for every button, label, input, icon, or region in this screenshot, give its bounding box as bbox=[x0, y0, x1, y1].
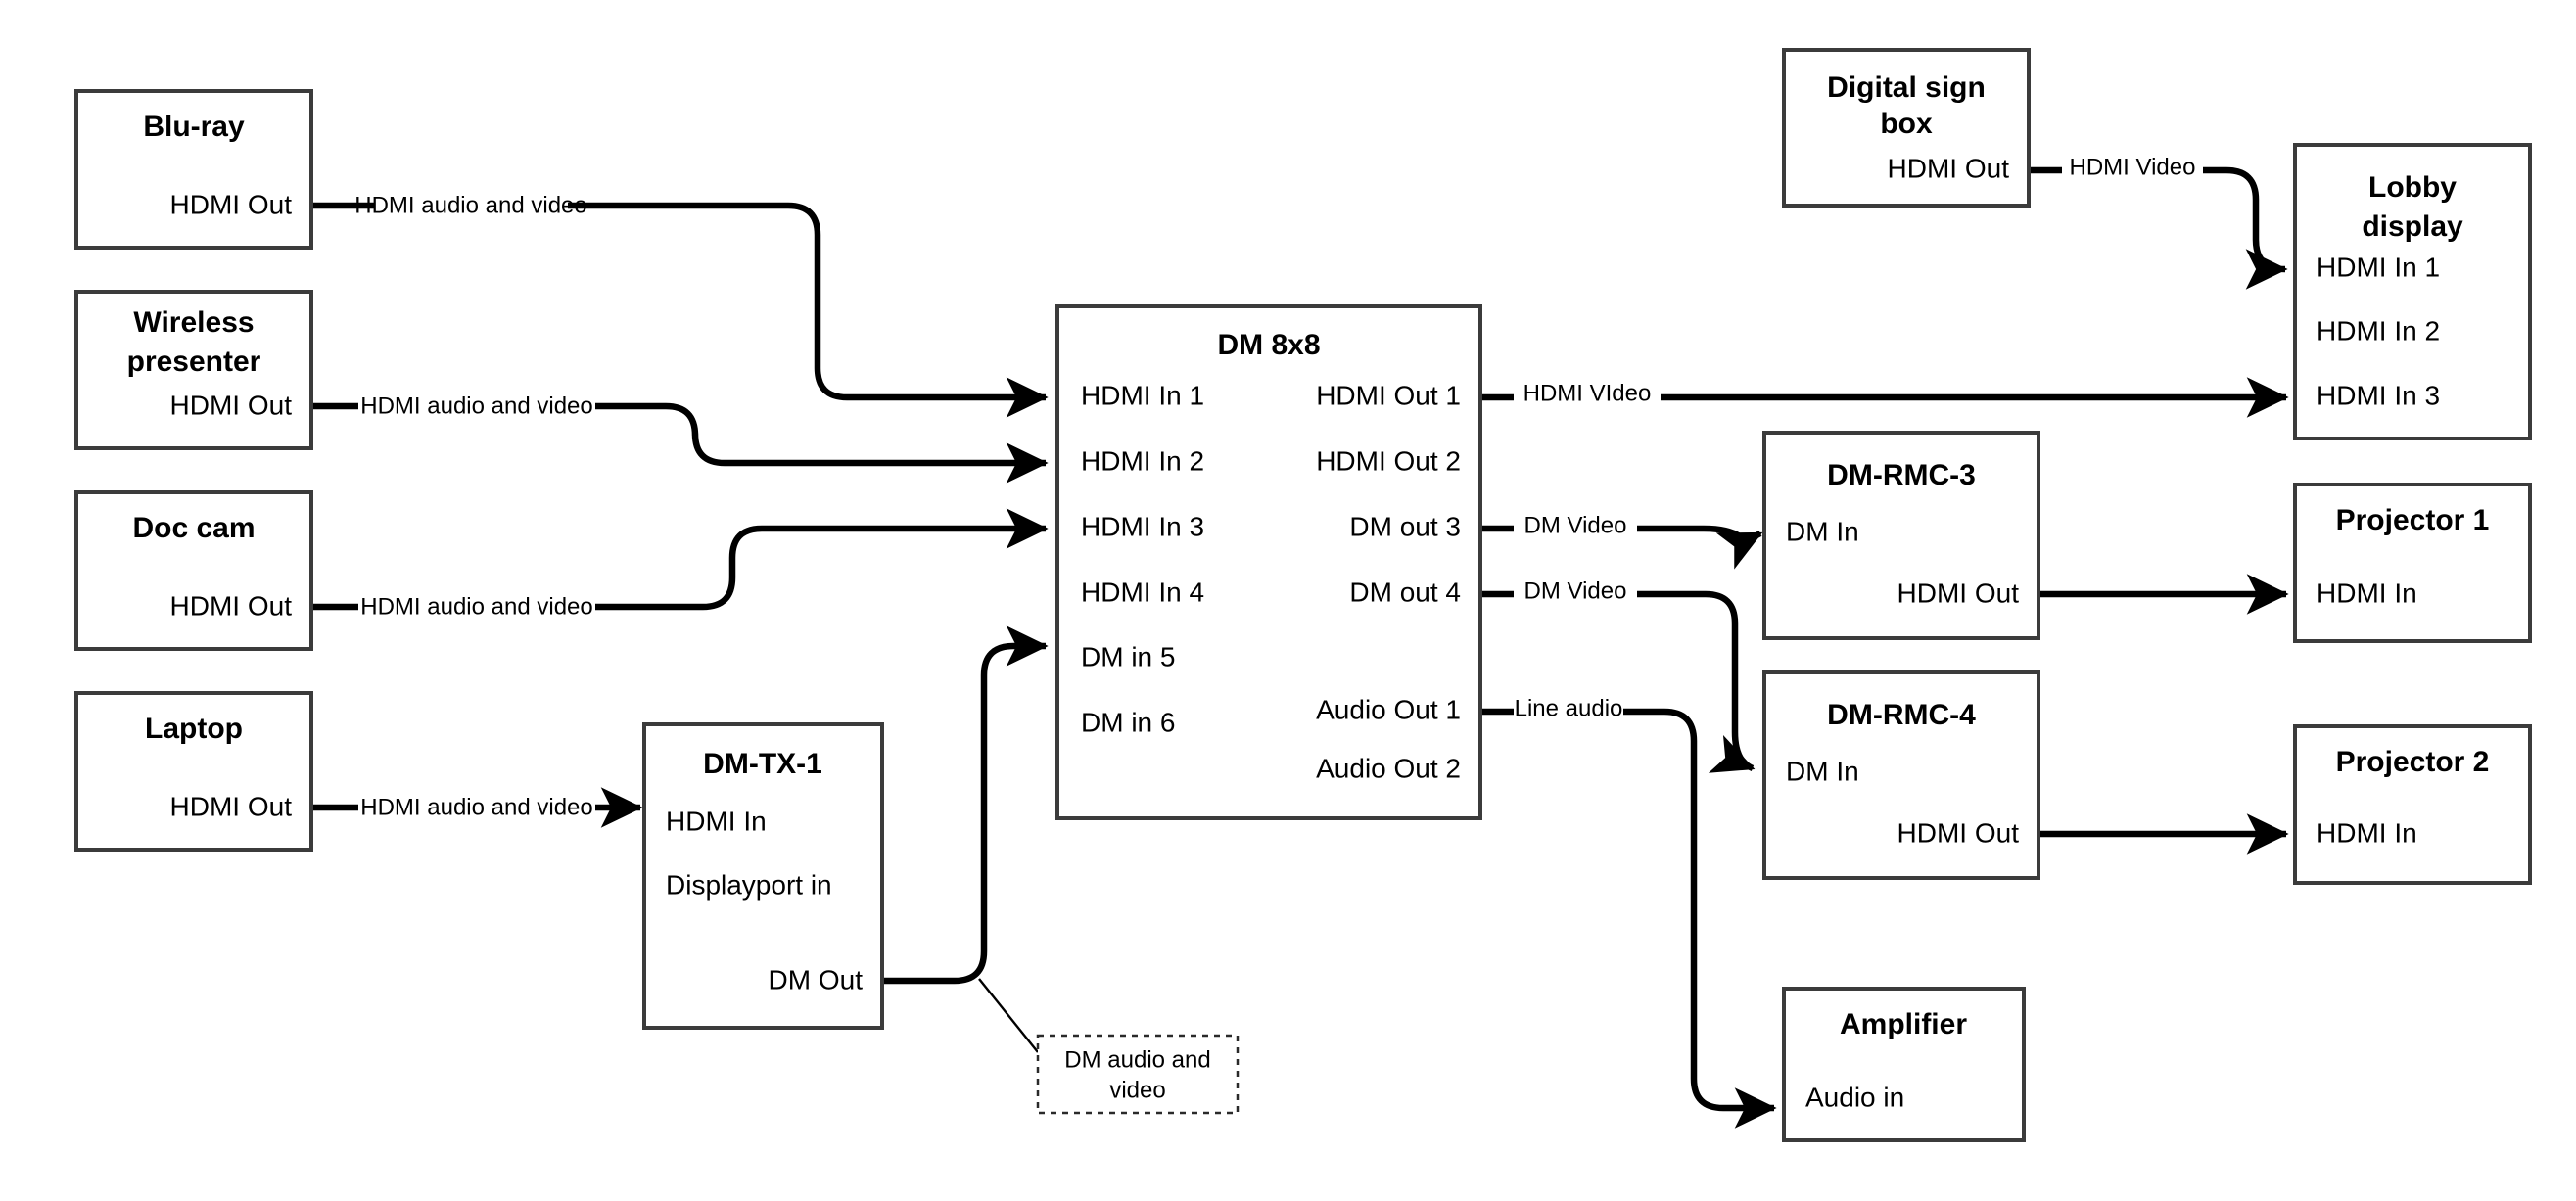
device-sign-title-line1: Digital sign bbox=[1827, 71, 1986, 104]
device-lobby-title-line2: display bbox=[2362, 210, 2463, 243]
note-dm-av-line2: video bbox=[1109, 1077, 1165, 1103]
device-sign-title-line2: box bbox=[1880, 108, 1933, 140]
port-dmrmc3-dm-in: DM In bbox=[1786, 516, 1859, 546]
wire-label-line-audio: Line audio bbox=[1515, 695, 1623, 721]
port-lobby-hdmi-in-2: HDMI In 2 bbox=[2317, 315, 2440, 346]
note-dm-audio-video: DM audio and video bbox=[1036, 1034, 1240, 1115]
leader-dm-av-note bbox=[978, 978, 1039, 1053]
wire-label-doccam: HDMI audio and video bbox=[360, 593, 592, 620]
wire-label-hdmi-video-sign: HDMI Video bbox=[2070, 154, 2196, 180]
port-dmrmc4-dm-in: DM In bbox=[1786, 756, 1859, 786]
wire-dm-out4-to-rmc4: DM Video bbox=[1480, 577, 1756, 773]
wire-label-hdmi-video-out1: HDMI VIdeo bbox=[1523, 380, 1652, 406]
wire-label-laptop: HDMI audio and video bbox=[360, 794, 592, 820]
port-dmtx1-dm-out: DM Out bbox=[769, 964, 864, 994]
device-laptop[interactable]: Laptop HDMI Out bbox=[74, 691, 313, 852]
port-dm8x8-audio-out-2: Audio Out 2 bbox=[1316, 753, 1461, 783]
port-dm8x8-in-1: HDMI In 1 bbox=[1081, 380, 1204, 410]
device-doc-cam[interactable]: Doc cam HDMI Out bbox=[74, 490, 313, 651]
port-dmrmc4-hdmi-out: HDMI Out bbox=[1897, 817, 2020, 848]
device-dm-rmc-4[interactable]: DM-RMC-4 DM In HDMI Out bbox=[1762, 670, 2040, 880]
device-amplifier-title: Amplifier bbox=[1840, 1008, 1967, 1040]
port-dm8x8-out-1: HDMI Out 1 bbox=[1316, 380, 1461, 410]
device-digital-sign-box[interactable]: Digital sign box HDMI Out bbox=[1782, 48, 2031, 208]
wire-doccam-to-dm-in3: HDMI audio and video bbox=[311, 508, 1049, 620]
port-lobby-hdmi-in-3: HDMI In 3 bbox=[2317, 380, 2440, 410]
port-dm8x8-in-5: DM in 5 bbox=[1081, 641, 1175, 671]
device-wireless-title-line2: presenter bbox=[127, 346, 261, 378]
device-projector1-title: Projector 1 bbox=[2336, 504, 2490, 536]
wire-label-wireless: HDMI audio and video bbox=[360, 393, 592, 419]
device-bluray[interactable]: Blu-ray HDMI Out bbox=[74, 89, 313, 250]
port-dm8x8-in-4: HDMI In 4 bbox=[1081, 577, 1204, 607]
port-dm8x8-in-2: HDMI In 2 bbox=[1081, 445, 1204, 476]
device-dm-tx-1[interactable]: DM-TX-1 HDMI In Displayport in DM Out bbox=[642, 722, 884, 1030]
device-doccam-title: Doc cam bbox=[132, 512, 255, 544]
wire-wireless-to-dm-in2: HDMI audio and video bbox=[311, 393, 1049, 484]
wire-label-dm-video-4: DM Video bbox=[1524, 577, 1627, 604]
device-lobby-display[interactable]: Lobby display HDMI In 1 HDMI In 2 HDMI I… bbox=[2293, 143, 2532, 440]
device-amplifier[interactable]: Amplifier Audio in bbox=[1782, 987, 2026, 1142]
port-dmtx1-hdmi-in: HDMI In bbox=[666, 806, 767, 836]
device-laptop-title: Laptop bbox=[145, 713, 243, 745]
device-dmtx1-title: DM-TX-1 bbox=[703, 748, 822, 780]
port-dm8x8-out-4: DM out 4 bbox=[1349, 577, 1461, 607]
port-dm8x8-out-3: DM out 3 bbox=[1349, 511, 1461, 541]
port-lobby-hdmi-in-1: HDMI In 1 bbox=[2317, 252, 2440, 282]
port-dmrmc3-hdmi-out: HDMI Out bbox=[1897, 577, 2020, 608]
port-bluray-hdmi-out: HDMI Out bbox=[170, 189, 293, 219]
port-dm8x8-in-3: HDMI In 3 bbox=[1081, 511, 1204, 541]
port-doccam-hdmi-out: HDMI Out bbox=[170, 590, 293, 621]
device-projector2-title: Projector 2 bbox=[2336, 746, 2490, 778]
port-projector2-hdmi-in: HDMI In bbox=[2317, 817, 2417, 848]
device-dmrmc3-title: DM-RMC-3 bbox=[1827, 459, 1976, 491]
wire-dm-audio1-to-amp: Line audio bbox=[1480, 695, 1777, 1129]
device-dmrmc4-title: DM-RMC-4 bbox=[1827, 699, 1976, 731]
wire-dm-out1-to-lobby-in3: HDMI VIdeo bbox=[1480, 377, 2289, 418]
device-lobby-title-line1: Lobby bbox=[2368, 171, 2457, 204]
wire-label-dm-video-3: DM Video bbox=[1524, 512, 1627, 538]
device-dm-rmc-3[interactable]: DM-RMC-3 DM In HDMI Out bbox=[1762, 431, 2040, 640]
port-wireless-hdmi-out: HDMI Out bbox=[170, 390, 293, 420]
device-projector-1[interactable]: Projector 1 HDMI In bbox=[2293, 483, 2532, 643]
device-bluray-title: Blu-ray bbox=[143, 111, 245, 143]
device-dm8x8-title: DM 8x8 bbox=[1217, 329, 1320, 361]
device-dm-8x8[interactable]: DM 8x8 HDMI In 1 HDMI In 2 HDMI In 3 HDM… bbox=[1055, 304, 1482, 820]
wire-dmtx-to-dm-in5 bbox=[882, 625, 1049, 985]
wire-dm-out3-to-rmc3: DM Video bbox=[1480, 512, 1763, 570]
port-dm8x8-in-6: DM in 6 bbox=[1081, 707, 1175, 737]
wire-sign-to-lobby-in1: HDMI Video bbox=[2029, 154, 2288, 290]
device-projector-2[interactable]: Projector 2 HDMI In bbox=[2293, 724, 2532, 885]
wire-label-bluray: HDMI audio and video bbox=[354, 192, 586, 218]
device-wireless-title-line1: Wireless bbox=[133, 306, 254, 339]
port-sign-hdmi-out: HDMI Out bbox=[1888, 153, 2010, 183]
note-dm-av-line1: DM audio and bbox=[1064, 1046, 1210, 1073]
port-dmtx1-displayport-in: Displayport in bbox=[666, 869, 832, 900]
port-projector1-hdmi-in: HDMI In bbox=[2317, 577, 2417, 608]
port-amplifier-audio-in: Audio in bbox=[1805, 1082, 1904, 1112]
port-dm8x8-out-2: HDMI Out 2 bbox=[1316, 445, 1461, 476]
wire-bluray-to-dm-in1: HDMI audio and video bbox=[311, 192, 1049, 418]
port-laptop-hdmi-out: HDMI Out bbox=[170, 791, 293, 821]
port-dm8x8-audio-out-1: Audio Out 1 bbox=[1316, 694, 1461, 724]
wire-laptop-to-dmtx: HDMI audio and video bbox=[311, 787, 643, 828]
device-wireless-presenter[interactable]: Wireless presenter HDMI Out bbox=[74, 290, 313, 450]
